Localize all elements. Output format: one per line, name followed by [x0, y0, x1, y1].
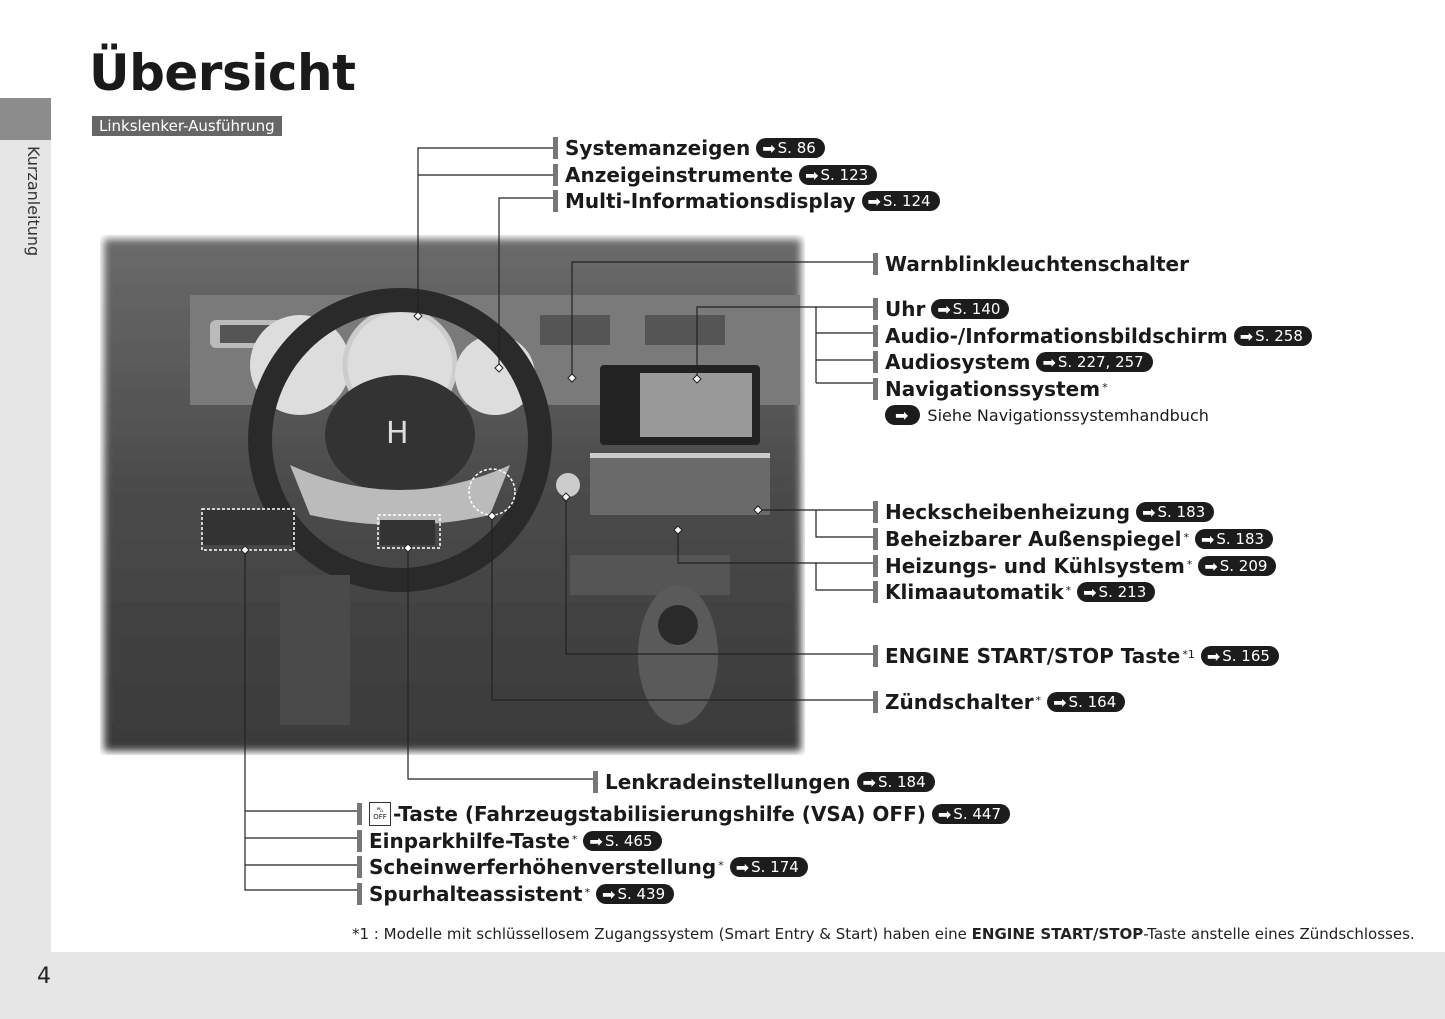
arrow-icon: ➡	[589, 831, 603, 851]
label-lenkradeinstellungen: Lenkradeinstellungen➡S. 184	[593, 770, 935, 794]
page-ref-link[interactable]: ➡S. 227, 257	[1036, 352, 1153, 372]
page-number: 4	[37, 964, 51, 989]
footer-band	[0, 952, 1445, 1019]
footnote: *1 : Modelle mit schlüssellosem Zugangss…	[352, 925, 1415, 943]
label-heizungs-kuehlsystem: Heizungs- und Kühlsystem*➡S. 209	[873, 554, 1277, 578]
arrow-icon: ➡	[1083, 582, 1097, 602]
arrow-icon: ➡	[862, 772, 876, 792]
dashboard-photo: H	[104, 239, 801, 751]
nav-manual-note: ➡Siehe Navigationssystemhandbuch	[885, 405, 1209, 425]
arrow-icon: ➡	[1053, 692, 1067, 712]
page-ref-link[interactable]: ➡S. 174	[729, 857, 808, 877]
page-ref-link[interactable]: ➡	[885, 405, 921, 425]
page-ref-link[interactable]: ➡S. 465	[583, 831, 662, 851]
arrow-icon: ➡	[1142, 502, 1156, 522]
label-scheinwerferhoehenverstellung: Scheinwerferhöhenverstellung*➡S. 174	[357, 855, 808, 879]
side-strip	[0, 140, 51, 952]
page-ref-link[interactable]: ➡S. 86	[756, 138, 825, 158]
section-label: Kurzanleitung	[24, 146, 43, 257]
label-systemanzeigen: Systemanzeigen➡S. 86	[553, 136, 825, 160]
label-uhr: Uhr➡S. 140	[873, 297, 1010, 321]
label-heckscheibenheizung: Heckscheibenheizung➡S. 183	[873, 500, 1215, 524]
page-ref-link[interactable]: ➡S. 123	[799, 165, 878, 185]
page-ref-link[interactable]: ➡S. 213	[1077, 582, 1156, 602]
arrow-icon: ➡	[1239, 326, 1254, 346]
arrow-icon: ➡	[805, 165, 819, 185]
label-warnblinkleuchtenschalter: Warnblinkleuchtenschalter	[873, 252, 1189, 276]
page-ref-link[interactable]: ➡S. 183	[1136, 502, 1215, 522]
variant-label: Linkslenker-Ausführung	[92, 116, 282, 136]
page-ref-link[interactable]: ➡S. 209	[1198, 556, 1277, 576]
label-navigationssystem: Navigationssystem*	[873, 377, 1108, 401]
page-title: Übersicht	[89, 44, 356, 102]
arrow-icon: ➡	[895, 405, 909, 425]
arrow-icon: ➡	[735, 857, 750, 877]
page-ref-link[interactable]: ➡S. 258	[1233, 326, 1312, 346]
page-ref-link[interactable]: ➡S. 183	[1194, 529, 1274, 549]
label-multi-informationsdisplay: Multi-Informationsdisplay➡S. 124	[553, 189, 940, 213]
arrow-icon: ➡	[867, 191, 881, 211]
label-engine-start-stop: ENGINE START/STOP Taste*1➡S. 165	[873, 644, 1279, 668]
section-tab	[0, 98, 51, 140]
arrow-icon: ➡	[1042, 352, 1056, 372]
arrow-icon: ➡	[937, 804, 952, 824]
arrow-icon: ➡	[1200, 529, 1215, 549]
label-beheizbarer-aussenspiegel: Beheizbarer Außenspiegel*➡S. 183	[873, 527, 1274, 551]
arrow-icon: ➡	[602, 884, 616, 904]
label-spurhalteassistent: Spurhalteassistent*➡S. 439	[357, 882, 675, 906]
svg-text:H: H	[386, 416, 409, 451]
page-ref-link[interactable]: ➡S. 124	[861, 191, 940, 211]
label-einparkhilfe-taste: Einparkhilfe-Taste*➡S. 465	[357, 829, 662, 853]
page-ref-link[interactable]: ➡S. 439	[596, 884, 675, 904]
page-ref-link[interactable]: ➡S. 165	[1200, 646, 1279, 666]
page-ref-link[interactable]: ➡S. 447	[931, 804, 1010, 824]
arrow-icon: ➡	[1204, 556, 1218, 576]
label-zuendschalter: Zündschalter*➡S. 164	[873, 690, 1126, 714]
page-ref-link[interactable]: ➡S. 184	[856, 772, 935, 792]
label-audiosystem: Audiosystem➡S. 227, 257	[873, 350, 1153, 374]
arrow-icon: ➡	[1206, 646, 1221, 666]
label-vsa-off-taste: ⛍OFF-Taste (Fahrzeugstabilisierungshilfe…	[357, 802, 1010, 826]
label-anzeigeinstrumente: Anzeigeinstrumente➡S. 123	[553, 163, 878, 187]
label-audio-informationsbildschirm: Audio-/Informationsbildschirm➡S. 258	[873, 324, 1312, 348]
page-ref-link[interactable]: ➡S. 164	[1047, 692, 1126, 712]
vsa-off-icon: ⛍OFF	[369, 802, 391, 826]
arrow-icon: ➡	[937, 299, 951, 319]
page-ref-link[interactable]: ➡S. 140	[931, 299, 1010, 319]
label-klimaautomatik: Klimaautomatik*➡S. 213	[873, 580, 1156, 604]
arrow-icon: ➡	[762, 138, 776, 158]
